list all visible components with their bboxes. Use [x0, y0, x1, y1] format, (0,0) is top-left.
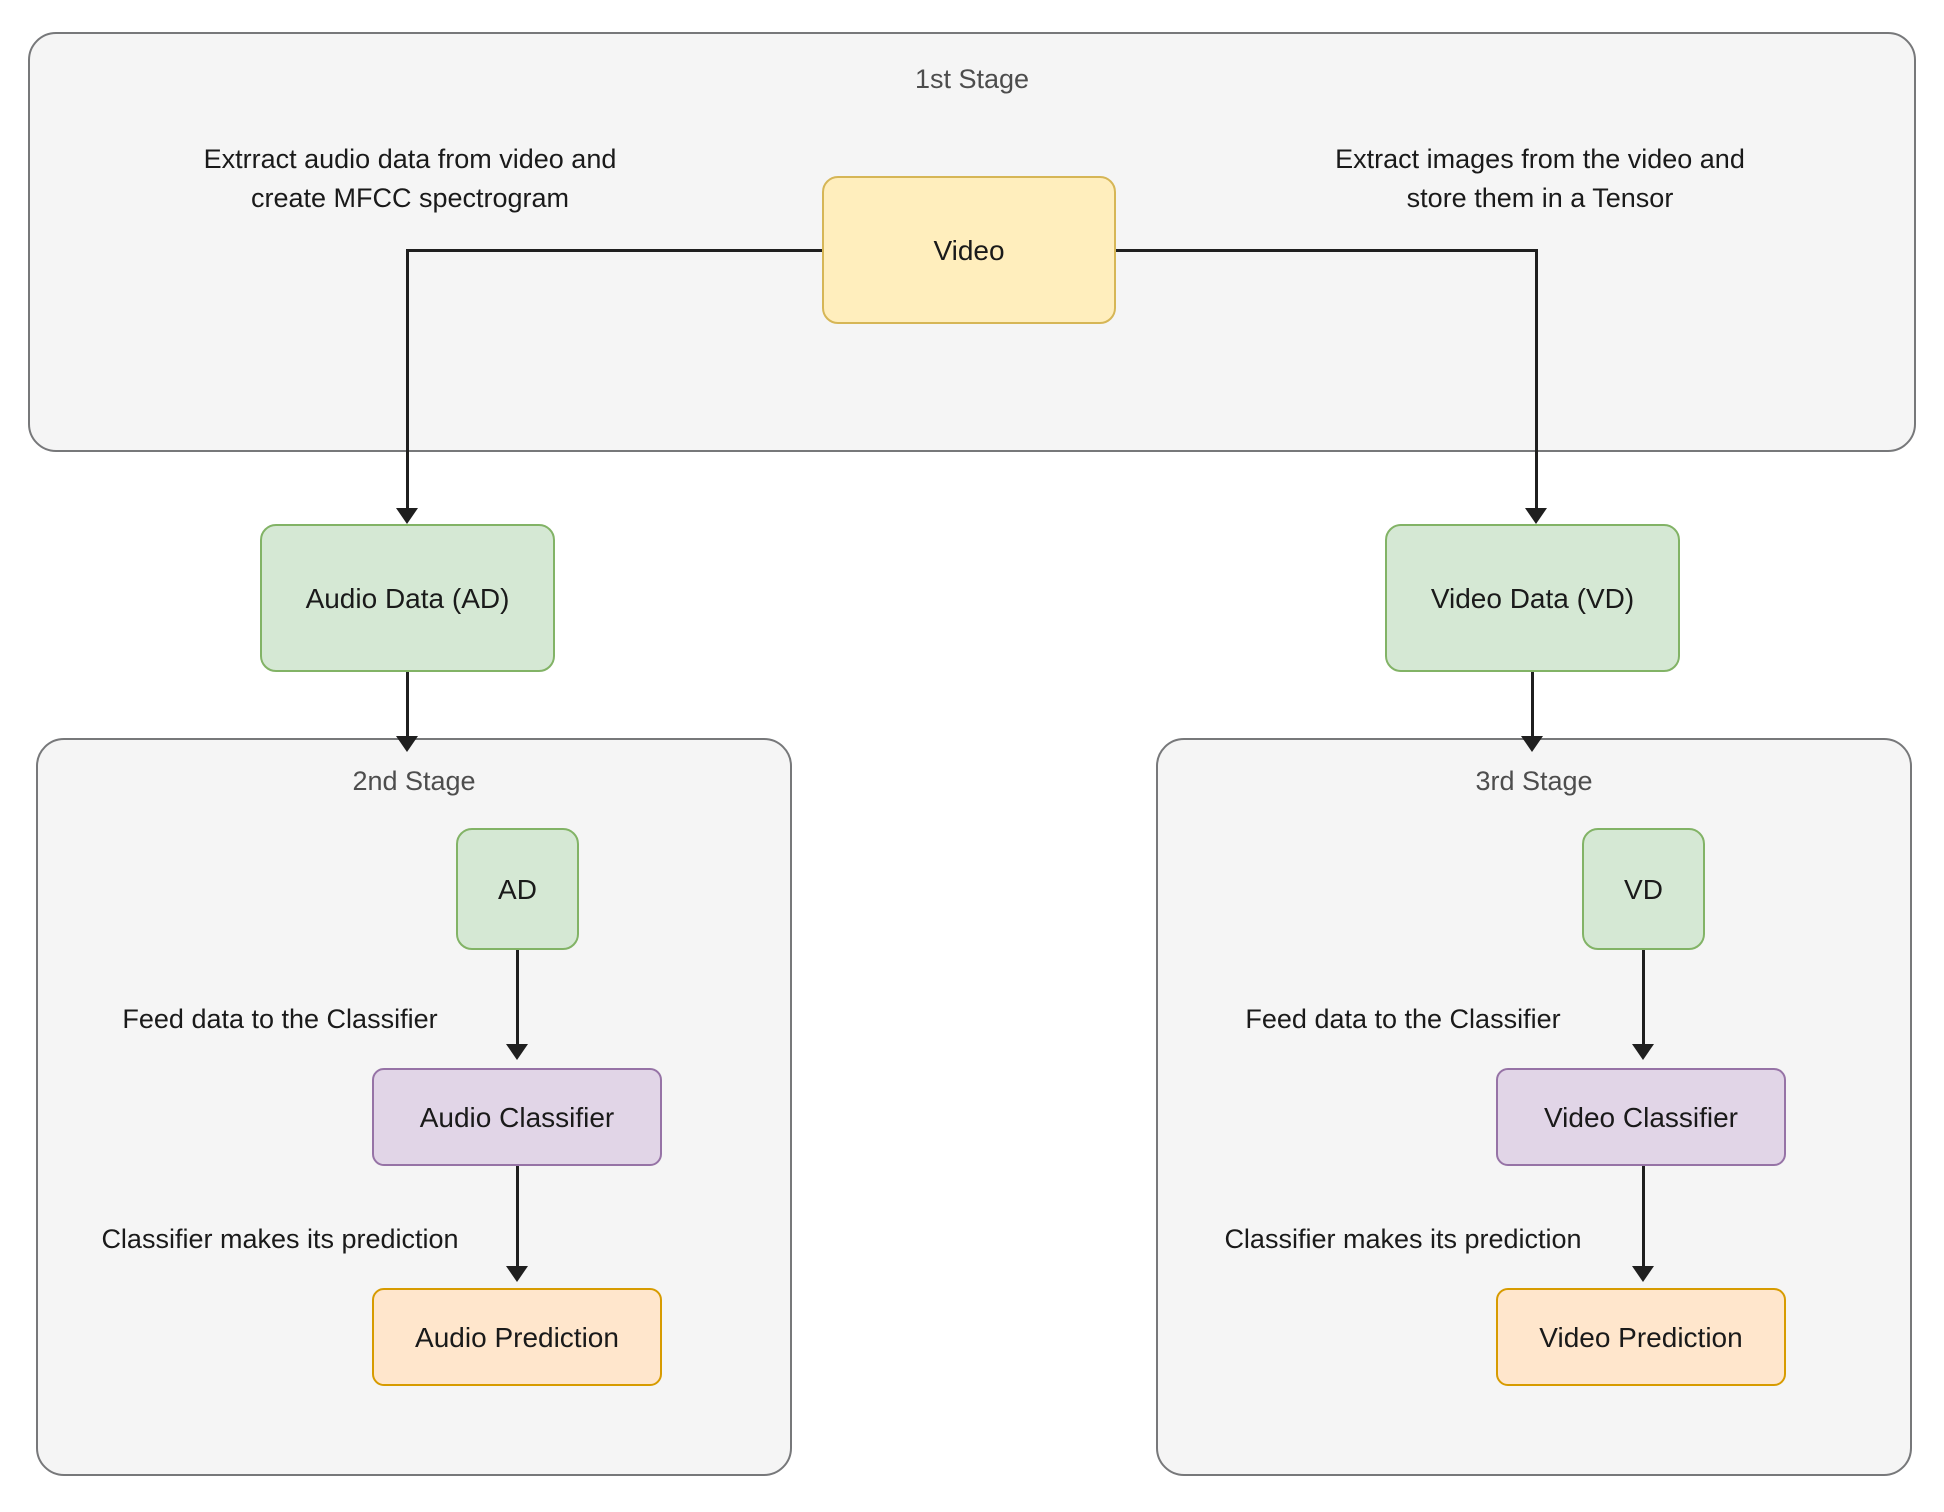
edge-video-classifier-to-prediction — [1642, 1166, 1645, 1271]
node-audio-classifier[interactable]: Audio Classifier — [372, 1068, 662, 1166]
node-video-classifier[interactable]: Video Classifier — [1496, 1068, 1786, 1166]
node-audio-prediction[interactable]: Audio Prediction — [372, 1288, 662, 1386]
node-audio-prediction-label: Audio Prediction — [415, 1321, 619, 1353]
node-video-data[interactable]: Video Data (VD) — [1385, 524, 1680, 672]
edge-ad-to-audio-classifier — [516, 950, 519, 1050]
edge-vd-to-video-classifier — [1642, 950, 1645, 1050]
node-audio-data[interactable]: Audio Data (AD) — [260, 524, 555, 672]
stage-2-title: 2nd Stage — [352, 766, 476, 796]
arrowhead-video-classifier-to-prediction — [1632, 1266, 1654, 1282]
arrowhead-to-video-data — [1525, 508, 1547, 524]
node-ad-label: AD — [498, 873, 537, 905]
arrowhead-vd-to-video-classifier — [1632, 1044, 1654, 1060]
edge-label-extract-audio: Extrract audio data from video and creat… — [203, 144, 617, 214]
edge-label-predict-video: Classifier makes its prediction — [1224, 1224, 1582, 1254]
stage-1-title: 1st Stage — [914, 64, 1030, 94]
edge-video-to-video-horizontal — [1114, 249, 1538, 252]
node-video-data-label: Video Data (VD) — [1430, 582, 1635, 614]
node-video-classifier-label: Video Classifier — [1543, 1101, 1739, 1133]
arrowhead-to-audio-data — [396, 508, 418, 524]
node-video[interactable]: Video — [822, 176, 1116, 324]
arrowhead-ad-to-audio-classifier — [506, 1044, 528, 1060]
arrowhead-audio-classifier-to-prediction — [506, 1266, 528, 1282]
arrowhead-audio-data-down — [396, 736, 418, 752]
edge-audio-data-to-ad — [406, 672, 409, 744]
node-video-prediction-label: Video Prediction — [1539, 1321, 1743, 1353]
edge-video-to-video-vertical — [1535, 249, 1538, 515]
node-vd[interactable]: VD — [1582, 828, 1705, 950]
edge-label-feed-audio: Feed data to the Classifier — [122, 1004, 438, 1034]
node-vd-label: VD — [1624, 873, 1663, 905]
edge-video-data-to-vd — [1531, 672, 1534, 744]
stage-3-title: 3rd Stage — [1475, 766, 1593, 796]
arrowhead-video-data-down — [1521, 736, 1543, 752]
node-video-prediction[interactable]: Video Prediction — [1496, 1288, 1786, 1386]
node-ad[interactable]: AD — [456, 828, 579, 950]
edge-video-to-audio-horizontal — [406, 249, 824, 252]
edge-label-predict-audio: Classifier makes its prediction — [101, 1224, 459, 1254]
node-video-label: Video — [933, 234, 1005, 266]
node-audio-data-label: Audio Data (AD) — [305, 582, 510, 614]
node-audio-classifier-label: Audio Classifier — [419, 1101, 615, 1133]
edge-label-feed-video: Feed data to the Classifier — [1245, 1004, 1561, 1034]
edge-label-extract-images: Extract images from the video and store … — [1335, 144, 1745, 214]
edge-video-to-audio-vertical — [406, 249, 409, 515]
edge-audio-classifier-to-prediction — [516, 1166, 519, 1271]
